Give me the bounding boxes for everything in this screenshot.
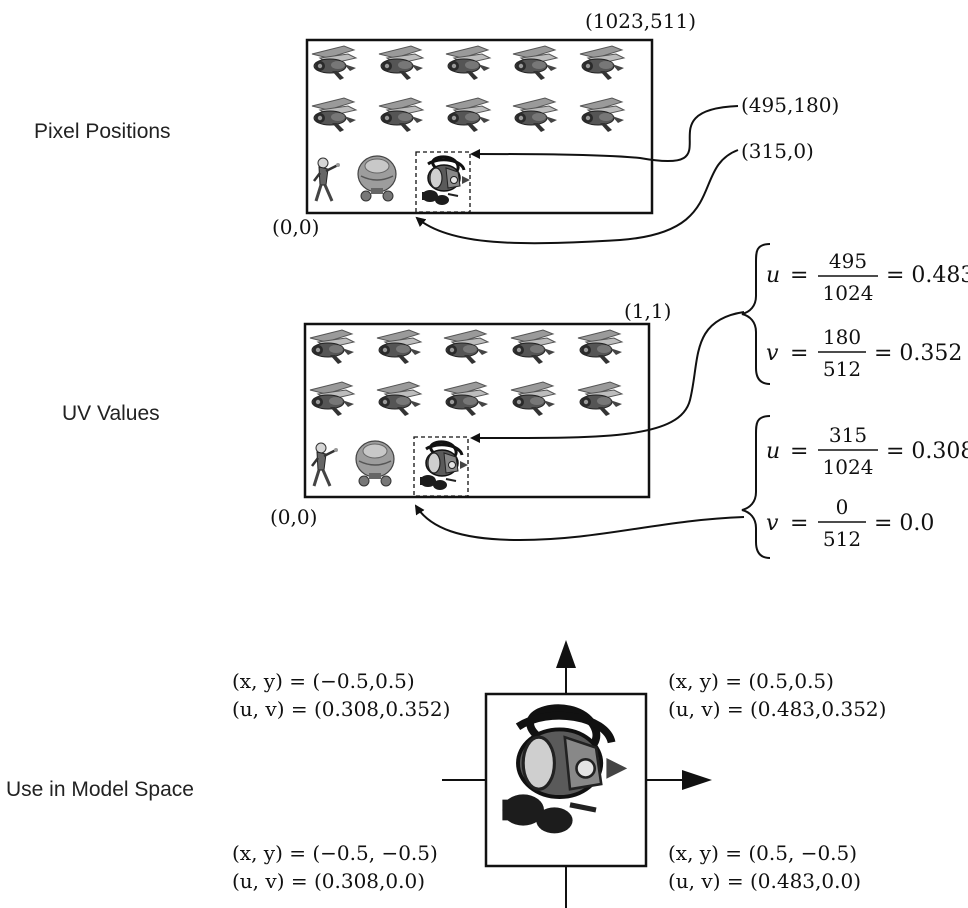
equation-equals: = <box>790 439 808 464</box>
equation-brace-bottom <box>742 416 770 558</box>
uv-coordinate: (u, v) = (0.483,0.352) <box>668 697 886 721</box>
corner-label-top-right: (1023,511) <box>585 9 696 33</box>
corner-bottom-left-coords: (x, y) = (−0.5, −0.5) (u, v) = (0.308,0.… <box>232 841 438 893</box>
equation-v-top-right: v = 180 512 = 0.352 <box>766 325 962 381</box>
model-space-panel: (x, y) = (−0.5,0.5) (u, v) = (0.308,0.35… <box>232 640 886 908</box>
corner-label-top-right: (1,1) <box>624 299 671 323</box>
y-axis-arrowhead <box>556 640 576 668</box>
corner-top-right-coords: (x, y) = (0.5,0.5) (u, v) = (0.483,0.352… <box>668 669 886 721</box>
equation-u-bottom-left: u = 315 1024 = 0.308 <box>766 423 968 479</box>
x-axis-arrowhead <box>682 770 712 790</box>
equation-equals: = <box>790 263 808 288</box>
arrow-to-sprite-bottom-left-uv <box>416 506 744 540</box>
equation-numerator: 0 <box>836 495 849 519</box>
xy-coordinate: (x, y) = (−0.5, −0.5) <box>232 841 438 865</box>
corner-label-bottom-left: (0,0) <box>270 505 317 529</box>
equation-var: v <box>766 341 779 366</box>
xy-coordinate: (x, y) = (−0.5,0.5) <box>232 669 415 693</box>
equation-v-bottom-left: v = 0 512 = 0.0 <box>766 495 934 551</box>
equation-denominator: 512 <box>823 357 861 381</box>
corner-top-left-coords: (x, y) = (−0.5,0.5) (u, v) = (0.308,0.35… <box>232 669 450 721</box>
pixel-positions-panel: (1023,511) (0,0) (495,180) (315,0) <box>272 9 839 243</box>
equation-var: u <box>766 439 780 464</box>
equation-numerator: 495 <box>829 249 867 273</box>
callout-label-bottom-left-pixel: (315,0) <box>741 139 814 163</box>
row-label-uv-values: UV Values <box>62 402 160 425</box>
equation-result: = 0.352 <box>874 341 962 366</box>
equation-u-top-right: u = 495 1024 = 0.483 <box>766 249 968 305</box>
equation-var: v <box>766 511 779 536</box>
equation-denominator: 512 <box>823 527 861 551</box>
xy-coordinate: (x, y) = (0.5,0.5) <box>668 669 834 693</box>
row-label-pixel-positions: Pixel Positions <box>34 120 171 143</box>
corner-bottom-right-coords: (x, y) = (0.5, −0.5) (u, v) = (0.483,0.0… <box>668 841 861 893</box>
xy-coordinate: (x, y) = (0.5, −0.5) <box>668 841 857 865</box>
uv-coordinate: (u, v) = (0.308,0.352) <box>232 697 450 721</box>
equation-equals: = <box>790 511 808 536</box>
equation-var: u <box>766 263 780 288</box>
uv-values-panel: (1,1) (0,0) u = 495 1024 = 0.483 v = 180… <box>270 244 968 558</box>
equation-result: = 0.308 <box>886 439 968 464</box>
equation-equals: = <box>790 341 808 366</box>
row-label-model-space: Use in Model Space <box>6 778 194 801</box>
equation-result: = 0.483 <box>886 263 968 288</box>
equation-numerator: 180 <box>823 325 861 349</box>
uv-coordinate: (u, v) = (0.483,0.0) <box>668 869 861 893</box>
equation-denominator: 1024 <box>823 455 874 479</box>
equation-numerator: 315 <box>829 423 867 447</box>
equation-result: = 0.0 <box>874 511 934 536</box>
corner-label-bottom-left: (0,0) <box>272 215 319 239</box>
uv-coordinate: (u, v) = (0.308,0.0) <box>232 869 425 893</box>
callout-label-top-right-pixel: (495,180) <box>741 93 839 117</box>
equation-denominator: 1024 <box>823 281 874 305</box>
